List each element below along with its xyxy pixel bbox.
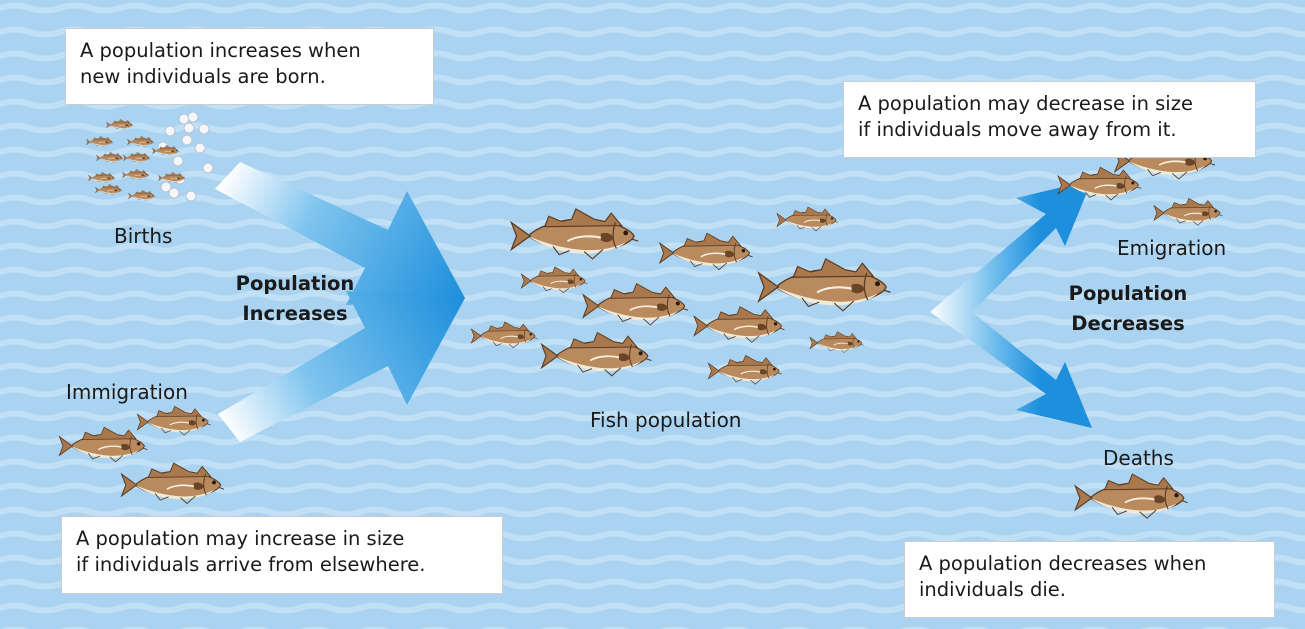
immigration-caption: A population may increase in size if ind… (61, 516, 503, 594)
births-label: Births (114, 224, 172, 248)
immigration-label: Immigration (66, 380, 188, 404)
emigration-label: Emigration (1117, 236, 1226, 260)
deaths-caption: A population decreases when individuals … (904, 541, 1275, 618)
fish-population-label: Fish population (590, 408, 741, 432)
population-decreases-label: Population Decreases (1048, 279, 1208, 339)
deaths-label: Deaths (1103, 446, 1174, 470)
births-caption: A population increases when new individu… (65, 28, 434, 105)
population-increases-label: Population Increases (215, 269, 375, 329)
emigration-caption: A population may decrease in size if ind… (843, 81, 1256, 158)
